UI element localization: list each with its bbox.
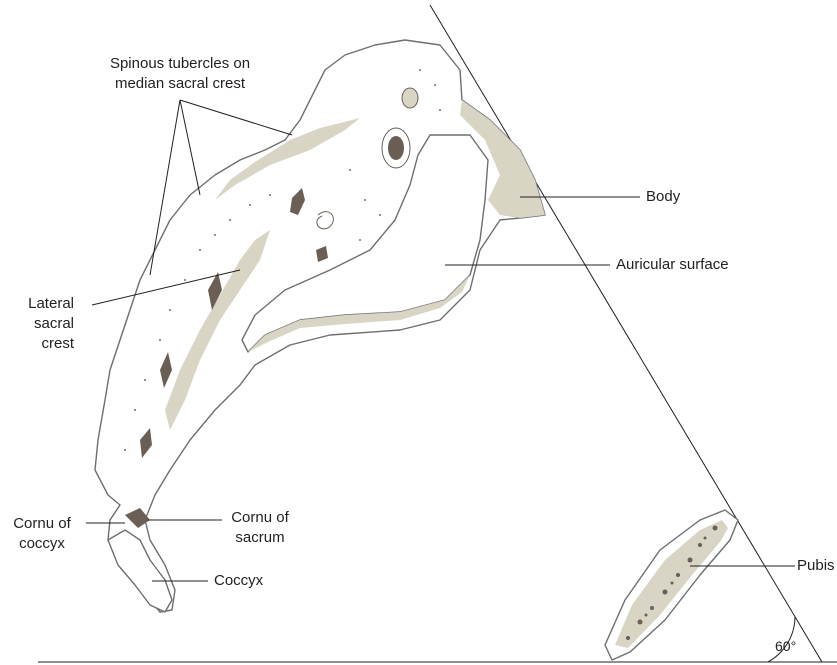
top-foramen bbox=[402, 88, 418, 108]
label-spinous-line1: Spinous tubercles on bbox=[70, 54, 290, 74]
label-lateral-line3: crest bbox=[0, 334, 74, 354]
label-cornu-sacrum-line2: sacrum bbox=[220, 528, 300, 548]
label-body: Body bbox=[646, 187, 680, 207]
spinous-leader-1 bbox=[180, 100, 292, 135]
pubis-bone bbox=[605, 510, 738, 660]
label-coccyx: Coccyx bbox=[214, 571, 263, 591]
sixty-degree-line bbox=[430, 5, 822, 662]
label-spinous-tubercles: Spinous tubercles on median sacral crest bbox=[70, 54, 290, 94]
sacrum-bone bbox=[95, 40, 545, 612]
label-cornu-coccyx-line2: coccyx bbox=[0, 534, 84, 554]
spinous-leader-2 bbox=[180, 100, 200, 195]
label-cornu-of-coccyx: Cornu of coccyx bbox=[0, 514, 84, 554]
label-pubis: Pubis bbox=[797, 556, 835, 576]
label-cornu-sacrum-line1: Cornu of bbox=[220, 508, 300, 528]
label-spinous-line2: median sacral crest bbox=[70, 74, 290, 94]
label-lateral-line1: Lateral bbox=[0, 294, 74, 314]
label-cornu-of-sacrum: Cornu of sacrum bbox=[220, 508, 300, 548]
label-angle-60: 60° bbox=[775, 636, 796, 656]
label-auricular-surface: Auricular surface bbox=[616, 255, 729, 275]
label-lateral-sacral-crest: Lateral sacral crest bbox=[0, 294, 74, 354]
label-lateral-line2: sacral bbox=[0, 314, 74, 334]
foramen-upper bbox=[388, 136, 404, 160]
label-cornu-coccyx-line1: Cornu of bbox=[0, 514, 84, 534]
